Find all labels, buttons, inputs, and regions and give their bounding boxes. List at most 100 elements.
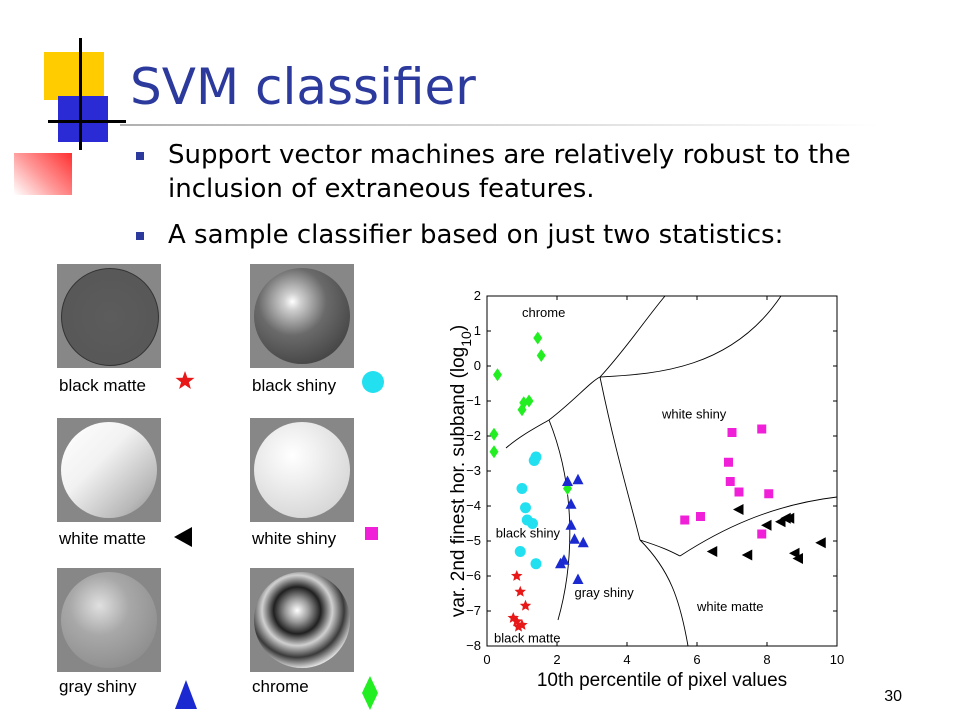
triangle-left-data-point [783, 512, 795, 524]
bullet-list: Support vector machines are relatively r… [130, 138, 930, 264]
y-tick-label: 0 [474, 358, 481, 373]
deco-vertical-line [79, 38, 82, 150]
deco-red-gradient-square [14, 153, 72, 195]
y-tick-label: 1 [474, 323, 481, 338]
region-label: white matte [696, 599, 763, 614]
diamond-data-point [536, 349, 546, 362]
chrome-sample-image [250, 568, 354, 672]
white-shiny-sphere [254, 422, 350, 518]
boundary-chrome-right [599, 295, 666, 378]
bullet-marker [136, 152, 144, 160]
y-tick-label: −5 [466, 533, 481, 548]
triangle-left-data-point [761, 519, 772, 531]
y-tick-label: −7 [466, 603, 481, 618]
boundary-chrome-top [599, 295, 782, 378]
region-label: black matte [494, 631, 560, 646]
material-label-black-matte: black matte [59, 376, 146, 395]
y-axis-label-main: var. 2nd finest hor. subband (log [448, 347, 469, 617]
bullet-marker [136, 232, 144, 240]
white-matte-sample-image [57, 418, 161, 522]
y-tick-label: −1 [466, 393, 481, 408]
material-label-black-shiny: black shiny [252, 376, 337, 395]
y-tick-label: −8 [466, 638, 481, 653]
material-label-gray-shiny: gray shiny [59, 677, 137, 696]
circle-data-point [520, 502, 531, 514]
diamond-data-point [493, 368, 502, 382]
boundary-chrome-left [548, 376, 601, 421]
square-data-point [727, 428, 737, 437]
square-data-point [734, 487, 744, 497]
diamond-icon [362, 676, 378, 710]
white-matte-sphere [61, 422, 157, 518]
y-tick-label: −6 [466, 568, 481, 583]
star-data-point [512, 620, 525, 632]
boundary-white-shiny-bottom [639, 539, 681, 557]
star-icon [175, 371, 195, 389]
black-matte-sphere [61, 268, 159, 366]
title-underline [120, 124, 880, 126]
x-tick-label: 6 [693, 652, 700, 667]
gray-shiny-sample-image [57, 568, 161, 672]
boundary-black-shiny-top [505, 419, 550, 449]
material-label-white-shiny: white shiny [252, 529, 337, 548]
diamond-data-point [489, 427, 499, 441]
x-tick-label: 10 [830, 652, 844, 667]
x-tick-label: 0 [483, 652, 490, 667]
triangle-left-data-point [741, 549, 753, 561]
material-label-chrome: chrome [252, 677, 309, 696]
circle-data-point [516, 483, 528, 494]
black-matte-sample-image [57, 264, 161, 368]
triangle-up-data-point [565, 498, 577, 509]
triangle-left-data-point [789, 547, 800, 559]
triangle-up-icon [175, 680, 197, 709]
square-data-point [725, 477, 735, 486]
y-tick-label: −2 [466, 428, 481, 443]
square-data-point [757, 529, 767, 539]
y-axis-label-close: ) [448, 325, 469, 331]
y-tick-label: 2 [474, 288, 481, 303]
triangle-left-data-point [815, 537, 826, 549]
square-icon [365, 527, 378, 540]
black-shiny-sample-image [250, 264, 354, 368]
region-label: gray shiny [575, 585, 635, 600]
deco-blue-square [58, 96, 108, 142]
circle-data-point [514, 546, 526, 557]
square-data-point [696, 512, 705, 521]
page-number: 30 [884, 688, 902, 705]
square-data-point [680, 515, 690, 525]
x-tick-label: 2 [553, 652, 560, 667]
star-data-point [519, 599, 532, 611]
diamond-data-point [517, 403, 527, 417]
region-label: chrome [522, 305, 565, 320]
triangle-up-data-point [565, 519, 577, 530]
deco-yellow-square [44, 52, 104, 100]
boundary-black-shiny-right [548, 419, 571, 621]
triangle-left-data-point [706, 546, 718, 557]
y-axis-label-sub: 10 [458, 331, 474, 347]
boundary-gray-white-matte [639, 539, 689, 647]
square-data-point [764, 489, 774, 499]
circle-data-point [527, 518, 538, 529]
bullet-item: A sample classifier based on just two st… [130, 218, 930, 252]
boundary-white-matte-top [679, 496, 838, 557]
x-tick-label: 8 [763, 652, 770, 667]
x-tick-label: 4 [623, 652, 630, 667]
square-data-point [757, 424, 767, 434]
region-label: white shiny [661, 407, 727, 422]
star-data-point [514, 585, 526, 597]
chrome-sphere [254, 572, 350, 668]
triangle-up-data-point [577, 536, 589, 548]
y-axis-label: var. 2nd finest hor. subband (log10) [448, 325, 474, 617]
slide-title: SVM classifier [130, 58, 476, 116]
y-tick-label: −4 [466, 498, 481, 513]
material-label-white-matte: white matte [59, 529, 146, 548]
triangle-up-data-point [572, 573, 584, 584]
triangle-left-data-point [792, 553, 803, 564]
diamond-data-point [533, 331, 543, 345]
triangle-up-data-point [569, 533, 580, 544]
gray-shiny-sphere [61, 572, 157, 668]
triangle-left-data-point [733, 504, 744, 515]
